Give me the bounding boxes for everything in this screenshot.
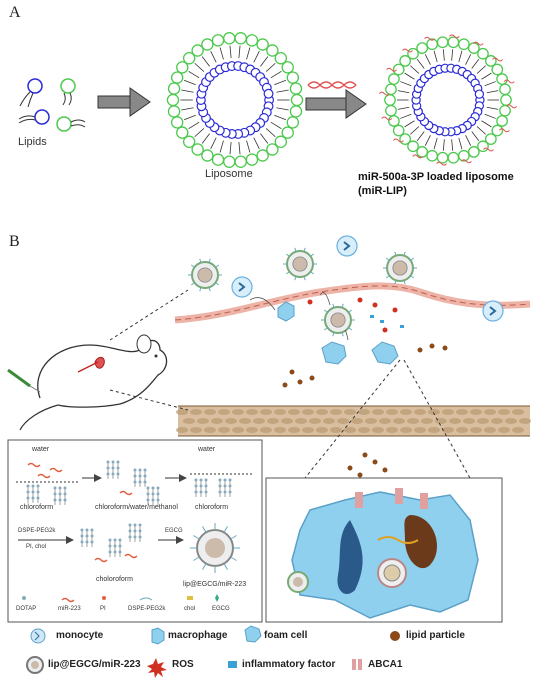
mouse-illustration [7, 334, 168, 431]
inset-choloroform: choloroform [96, 576, 133, 583]
inset-water-left: water [32, 446, 50, 453]
inset-legend-egcg: EGCG [212, 606, 230, 612]
legend-monocyte: monocyte [56, 630, 104, 641]
lipids-illustration [18, 78, 86, 132]
inset-legend-mir223: miR-223 [58, 606, 81, 612]
legend-ros: ROS [172, 659, 194, 670]
loaded-liposome-label-line2: (miR-LIP) [358, 185, 407, 197]
mirna-strand [307, 81, 357, 89]
synthesis-inset-graphics [16, 460, 252, 603]
inset-legend-dspe: DSPE-PEG2k [128, 606, 166, 612]
arrow-lipids-to-liposome [97, 87, 151, 117]
inset-chloroform-left: chloroform [20, 504, 54, 511]
loaded-liposome-label: miR-500a-3P loaded liposome (miR-LIP) [358, 170, 514, 198]
inset-reagent-top: DSPE-PEG2k [18, 528, 56, 534]
inset-chloroform-right: chloroform [195, 504, 229, 511]
legend-icons [26, 625, 400, 678]
vessel-wall [174, 282, 531, 437]
lipids-label: Lipids [18, 136, 47, 148]
inset-legend-chol: chol [184, 606, 196, 612]
legend-foam-cell: foam cell [264, 630, 308, 641]
loaded-liposome-label-line1: miR-500a-3P loaded liposome [358, 171, 514, 183]
inset-chloroform-mid: chloroform/water/methanol [95, 504, 178, 511]
arrow-liposome-to-loaded [305, 89, 367, 119]
loaded-liposome-illustration [378, 34, 518, 166]
panel-a-letter: A [9, 4, 21, 21]
inset-water-right: water [198, 446, 216, 453]
inset-legend-dotap: DOTAP [16, 606, 37, 612]
zoom-lines [109, 289, 471, 479]
legend-abca1: ABCA1 [368, 659, 403, 670]
legend-lip: lip@EGCG/miR-223 [48, 659, 141, 670]
legend-macrophage: macrophage [168, 630, 228, 641]
foam-cell-zoom [287, 488, 479, 619]
plaque-scene [188, 235, 504, 478]
panel-b-letter: B [9, 233, 20, 250]
inset-product-label: lip@EGCG/miR-223 [183, 581, 247, 588]
inset-legend-pi: PI [100, 606, 106, 612]
legend-lipid-particle: lipid particle [406, 630, 465, 641]
liposome-illustration [166, 32, 304, 168]
inset-egcg-arrow: EGCG [165, 528, 183, 534]
liposome-label: Liposome [205, 168, 253, 180]
legend-inflammatory: inflammatory factor [242, 659, 336, 670]
inset-reagent-bottom: PI, chol [26, 544, 47, 550]
